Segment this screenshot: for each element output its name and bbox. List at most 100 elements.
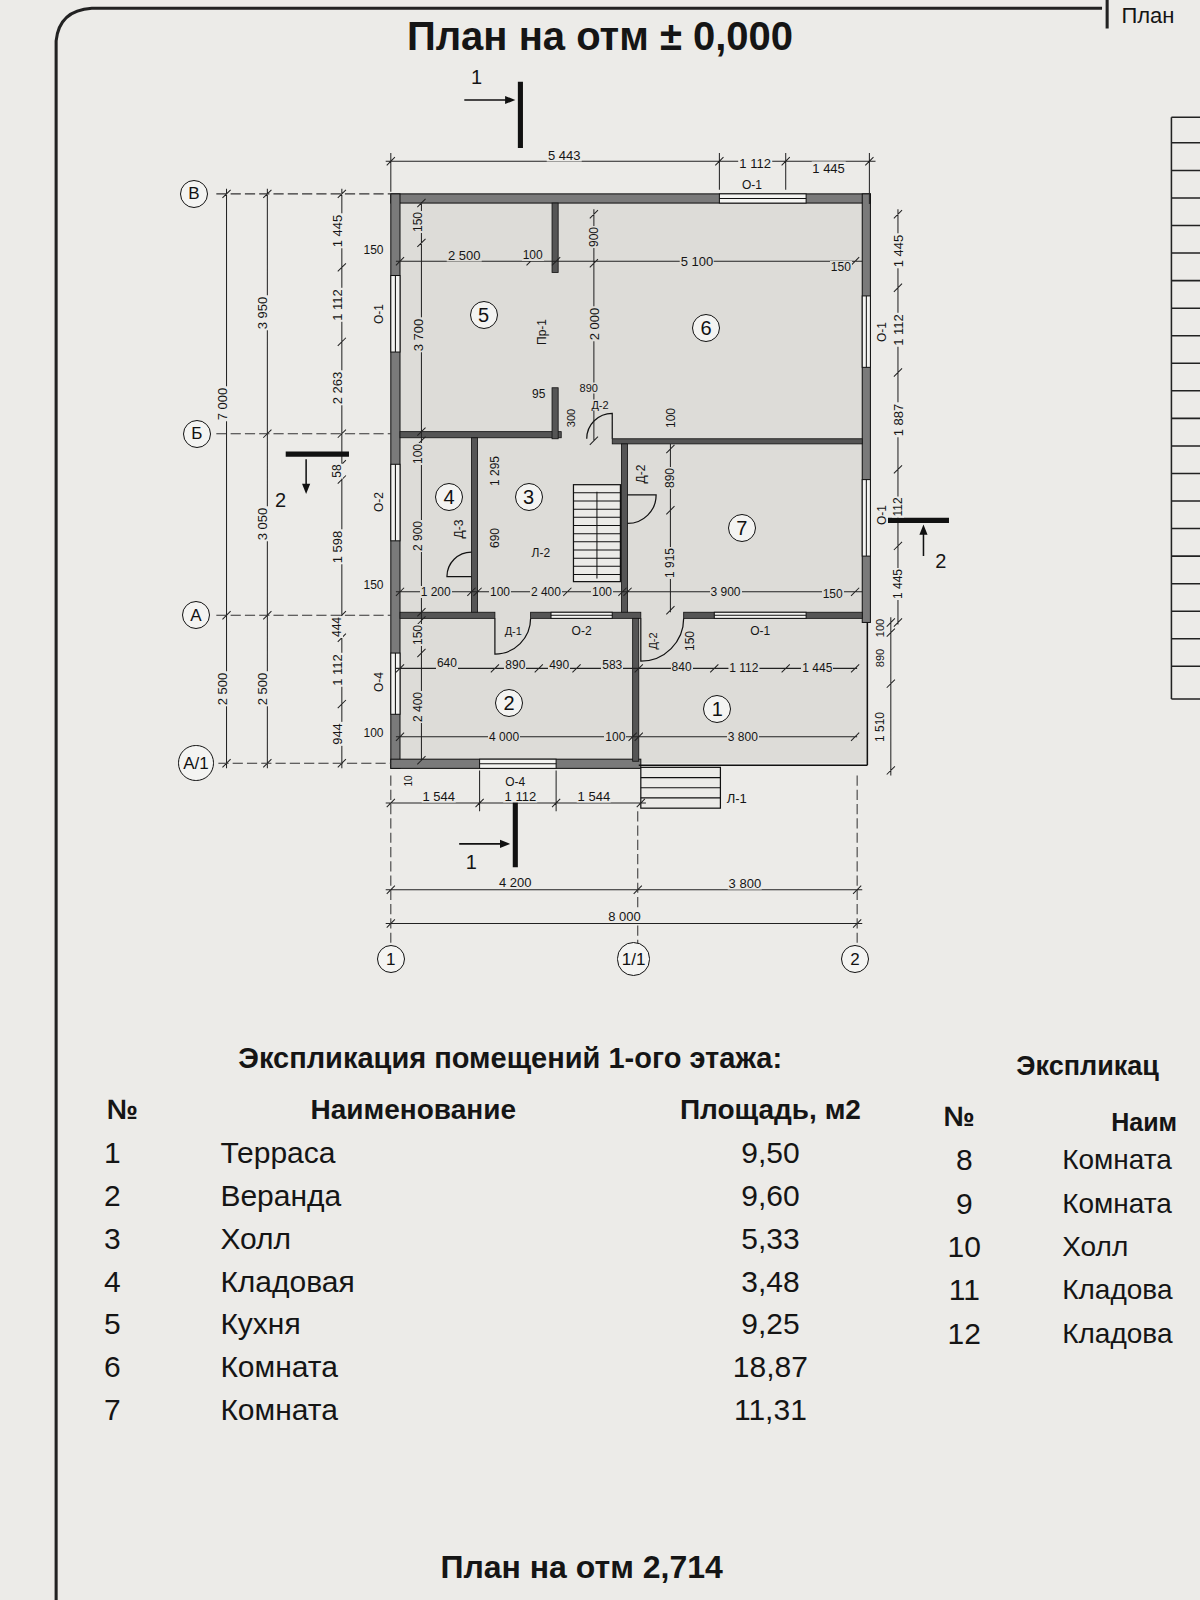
dimension-text: 5 100	[680, 255, 715, 268]
room-number: 3	[515, 483, 543, 511]
dimension-text: 1 887	[891, 403, 904, 438]
axis-text: В	[188, 185, 199, 202]
dimension-text: 150	[362, 579, 384, 591]
dimension-text: О-4	[504, 776, 526, 788]
table-text: План на отм 2,714	[439, 1551, 723, 1583]
axis-lines	[216, 194, 857, 944]
section-marks	[286, 82, 949, 868]
door-swing	[628, 495, 657, 524]
table-text: 11	[948, 1275, 981, 1305]
room-number-text: 4	[443, 487, 454, 507]
dimension-text: 1 915	[664, 547, 676, 579]
dimension-text: 100	[874, 617, 885, 637]
table-text: 2	[103, 1181, 122, 1211]
dimension-text: О-4	[373, 671, 385, 693]
wall	[400, 612, 495, 618]
table-text: Площадь, м2	[679, 1096, 862, 1124]
dimension-text: 2 500	[447, 249, 482, 262]
sheet-frame	[56, 0, 1107, 1600]
room-number: 7	[728, 514, 756, 542]
room-number: 1	[703, 695, 731, 723]
dimension-text: 490	[548, 659, 570, 671]
dimension-text: 150	[830, 261, 852, 273]
table-text: 9,50	[740, 1138, 800, 1168]
section-arrowhead	[302, 96, 928, 848]
dimension-text: 4 000	[488, 731, 520, 743]
room-number: 2	[495, 689, 523, 717]
axis-text: А/1	[183, 755, 209, 772]
dimension-text: О-1	[876, 321, 888, 343]
dimension-text: 1 112	[330, 288, 343, 322]
dimension-text: 1 112	[891, 313, 904, 347]
door-swing	[641, 618, 684, 661]
dimension-text: 1 445	[801, 662, 833, 674]
dimension-text: 3 800	[727, 731, 759, 743]
dimension-text: 2 000	[587, 307, 600, 342]
dimension-text: 7 000	[216, 387, 229, 422]
dimension-text: 112	[892, 497, 904, 518]
dimension-text: 890	[874, 648, 885, 668]
table-text: 4	[103, 1267, 122, 1297]
dimension-text: 4 200	[498, 875, 533, 888]
wall	[400, 432, 561, 438]
table-text: Кладова	[1061, 1320, 1173, 1348]
dimension-text: Д-1	[504, 625, 523, 636]
dimension-text: 3 950	[256, 296, 269, 331]
wall	[471, 438, 477, 614]
table-text: 18,87	[732, 1352, 809, 1382]
dimension-text: 100	[522, 249, 544, 261]
axis-text: 2	[850, 951, 859, 968]
dimension-text: 150	[684, 630, 696, 652]
room-number: 4	[435, 483, 463, 511]
room-number-text: 6	[701, 318, 712, 338]
dimension-text: 1 112	[738, 157, 772, 170]
section-number: 1	[470, 67, 483, 87]
dimension-text: Д-2	[635, 464, 647, 485]
dimension-text: 890	[504, 659, 526, 671]
dimension-text: 10	[404, 774, 414, 787]
windows	[391, 194, 871, 768]
step-lines	[641, 778, 721, 798]
dimension-text: 300	[566, 408, 577, 428]
dimension-text: 100	[665, 407, 677, 429]
table-text: 1	[103, 1138, 122, 1168]
dimension-text: 1 544	[577, 789, 612, 802]
table-text: Наим	[1110, 1110, 1178, 1135]
table-text: Кладова	[1061, 1276, 1173, 1304]
dimension-text: 1 445	[330, 213, 343, 248]
axis-marker: 1/1	[617, 942, 651, 976]
dimension-text: 3 900	[709, 586, 741, 598]
dimension-text: 100	[604, 731, 626, 743]
axis-marker: В	[180, 180, 208, 208]
dimension-text: Л-1	[726, 791, 748, 804]
dimension-text: 100	[412, 443, 424, 465]
dimension-text: О-2	[373, 491, 385, 513]
section-number: 2	[934, 551, 947, 571]
room-number-text: 7	[736, 518, 747, 538]
table-text: Комната	[219, 1352, 338, 1382]
dimension-text: 1 510	[874, 711, 886, 743]
dimension-text: 1 445	[811, 162, 846, 175]
door-swing	[447, 552, 471, 576]
section-number: 1	[465, 852, 478, 872]
table-text: 6	[103, 1352, 122, 1382]
dimension-text: 890	[664, 467, 676, 489]
room-number-text: 5	[478, 305, 489, 325]
axis-marker: А/1	[178, 745, 214, 781]
dimension-text: 840	[671, 661, 693, 673]
table-text: 3,48	[740, 1267, 800, 1297]
dimension-text: О-1	[741, 179, 763, 191]
table-text: 5,33	[740, 1224, 800, 1254]
dimension-text: 3 800	[728, 876, 763, 889]
entrance-steps	[641, 767, 721, 808]
room-number: 6	[692, 314, 720, 342]
dimension-text: О-1	[876, 504, 888, 526]
table-text: Холл	[1061, 1233, 1129, 1261]
table-text: 8	[955, 1145, 974, 1175]
table-text: 12	[947, 1319, 982, 1349]
dimension-text: 150	[412, 624, 424, 646]
dimension-text: Пр-1	[536, 318, 548, 346]
dimension-text: 8 000	[607, 910, 642, 923]
table-text: Холл	[219, 1224, 292, 1254]
